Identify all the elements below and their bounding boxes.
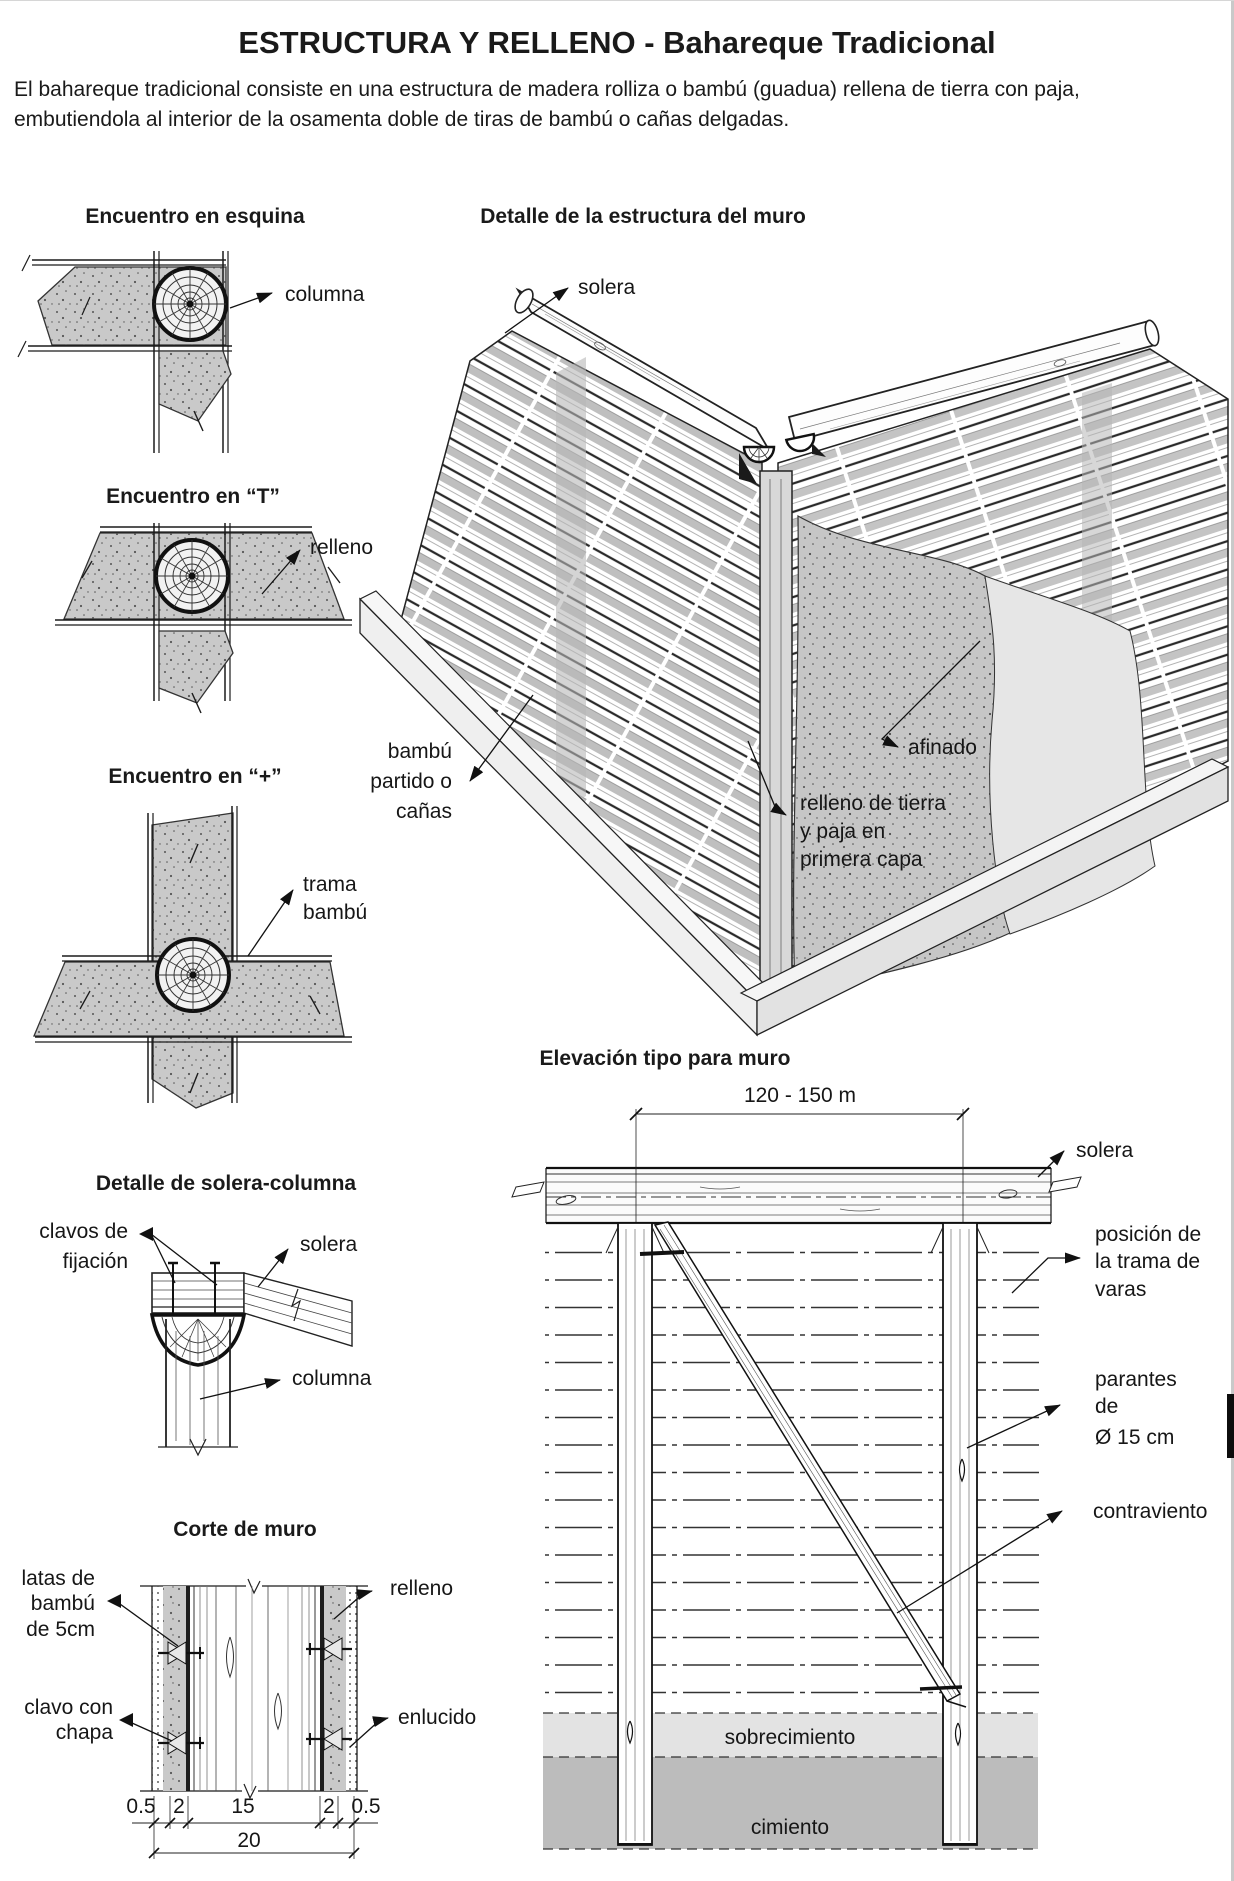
label-afinado: afinado <box>908 736 977 759</box>
label-contraviento: contraviento <box>1093 1500 1207 1523</box>
label-solera: solera <box>578 276 636 299</box>
label-cimiento: cimiento <box>751 1816 829 1839</box>
heading-solera-columna: Detalle de solera-columna <box>95 1172 357 1195</box>
label-relleno-tierra-line2: y paja en <box>800 820 885 843</box>
label-columna: columna <box>292 1367 372 1390</box>
intro-paragraph: El bahareque tradicional consiste en una… <box>14 78 1080 131</box>
cross-joint-drawing <box>33 806 352 1109</box>
left-post <box>605 1222 665 1846</box>
figure-detalle-muro: solera bambú partido o cañas afinado rel… <box>358 276 1230 1037</box>
heading-encuentro-plus: Encuentro en “+” <box>108 765 282 788</box>
label-relleno-tierra-line1: relleno de tierra <box>800 792 946 815</box>
label-posicion-line2: la trama de <box>1095 1250 1200 1273</box>
dim-2-right: 2 <box>323 1795 335 1818</box>
dim-2-left: 2 <box>173 1795 185 1818</box>
scrollbar-track[interactable] <box>1231 1 1234 1881</box>
label-bambu-line3: cañas <box>396 800 452 823</box>
dimension-lines <box>132 1796 378 1859</box>
heading-detalle-muro: Detalle de la estructura del muro <box>480 205 806 228</box>
label-columna: columna <box>285 283 365 306</box>
dim-20: 20 <box>237 1829 260 1852</box>
dim-0-5-right: 0.5 <box>351 1795 380 1818</box>
heading-corte: Corte de muro <box>173 1518 317 1541</box>
label-bambu-line1: bambú <box>388 740 452 763</box>
solera-columna-drawing <box>149 1261 353 1457</box>
figure-corte-muro: latas de bambú de 5cm clavo con chapa re… <box>21 1567 476 1859</box>
label-parantes-line2: de <box>1095 1395 1118 1418</box>
label-relleno-tierra-line3: primera capa <box>800 848 923 871</box>
corner-post <box>759 470 793 994</box>
heading-encuentro-esquina: Encuentro en esquina <box>85 205 305 228</box>
dim-0-5-left: 0.5 <box>126 1795 155 1818</box>
dim-15: 15 <box>231 1795 254 1818</box>
label-clavo-line1: clavo con <box>24 1696 113 1719</box>
label-clavos-line1: clavos de <box>39 1220 128 1243</box>
column-cross-section <box>155 937 231 1013</box>
label-sobrecimiento: sobrecimiento <box>725 1726 856 1749</box>
solera-beam <box>511 1166 1082 1225</box>
log-end-cap <box>739 432 826 484</box>
label-posicion-line3: varas <box>1095 1278 1146 1301</box>
wall-isometric-drawing <box>358 287 1230 1037</box>
label-latas-line1: latas de <box>21 1567 95 1590</box>
label-latas-line3: de 5cm <box>26 1618 95 1641</box>
nail-right-lower <box>306 1727 352 1751</box>
label-parantes-line1: parantes <box>1095 1368 1177 1391</box>
figure-encuentro-esquina: columna <box>17 251 365 453</box>
label-trama-line2: bambú <box>303 901 367 924</box>
label-bambu-line2: partido o <box>370 770 452 793</box>
contraviento-brace <box>639 1221 967 1708</box>
solera-log-right <box>787 319 1160 443</box>
column-cross-section <box>154 538 230 614</box>
heading-elevacion: Elevación tipo para muro <box>539 1047 791 1070</box>
base-right <box>756 765 1229 1037</box>
label-clavos-line2: fijación <box>63 1250 128 1273</box>
label-enlucido: enlucido <box>398 1706 476 1729</box>
scrollbar-thumb[interactable] <box>1227 1394 1234 1458</box>
figure-encuentro-t: relleno <box>55 523 373 714</box>
label-posicion-line1: posición de <box>1095 1223 1201 1246</box>
elevation-drawing <box>511 1107 1082 1850</box>
page-title: ESTRUCTURA Y RELLENO - Bahareque Tradici… <box>238 25 996 60</box>
corner-joint-drawing <box>17 251 232 453</box>
label-latas-line2: bambú <box>31 1592 95 1615</box>
label-solera: solera <box>1076 1139 1134 1162</box>
t-joint-drawing <box>55 523 352 714</box>
label-relleno: relleno <box>310 536 373 559</box>
label-clavo-line2: chapa <box>56 1721 114 1744</box>
figure-solera-columna: clavos de fijación solera columna <box>39 1220 372 1457</box>
figure-elevacion: 120 - 150 m solera posición de la trama … <box>511 1084 1207 1850</box>
label-trama-line1: trama <box>303 873 357 896</box>
nail-left-upper <box>158 1641 204 1665</box>
figure-encuentro-plus: trama bambú <box>33 806 367 1109</box>
wall-section-drawing <box>132 1578 378 1859</box>
heading-encuentro-t: Encuentro en “T” <box>106 485 280 508</box>
label-relleno: relleno <box>390 1577 453 1600</box>
column-cross-section <box>152 266 228 342</box>
label-parantes-line3: Ø 15 cm <box>1095 1426 1174 1449</box>
nail-right-upper <box>306 1637 352 1661</box>
nail-left-lower <box>158 1731 204 1755</box>
label-solera: solera <box>300 1233 358 1256</box>
right-post <box>930 1222 990 1846</box>
dim-120-150: 120 - 150 m <box>744 1084 856 1107</box>
